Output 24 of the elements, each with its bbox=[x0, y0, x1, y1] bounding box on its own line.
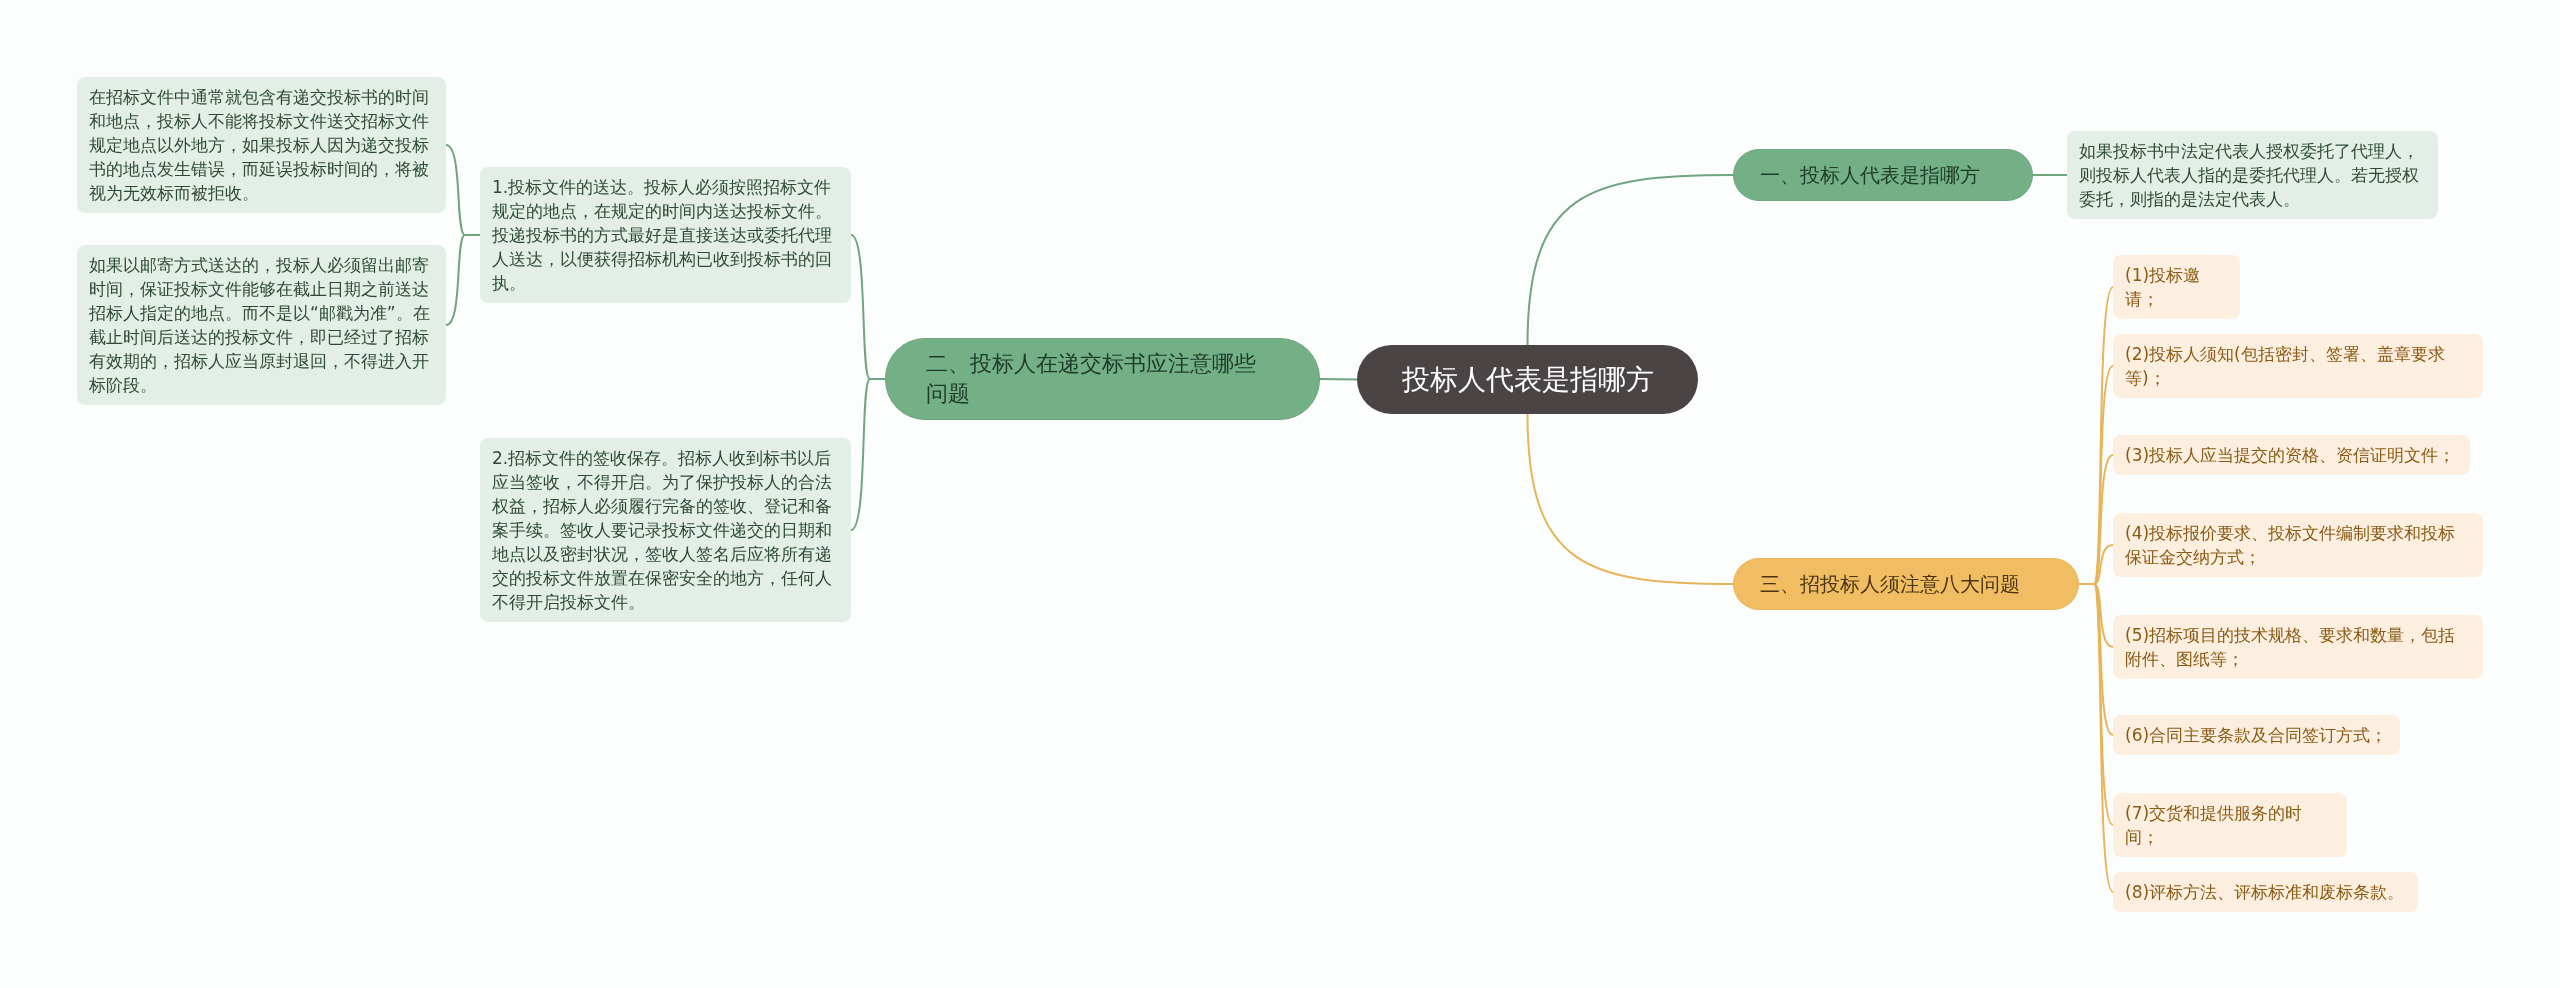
item-box: (4)投标报价要求、投标文件编制要求和投标保证金交纳方式； bbox=[2113, 513, 2483, 577]
topic-box: 一、投标人代表是指哪方 bbox=[1733, 149, 2033, 201]
connector-line bbox=[1319, 378, 1358, 381]
connector-line bbox=[445, 234, 481, 326]
connector-line bbox=[850, 378, 886, 531]
connector-line bbox=[2032, 174, 2068, 176]
topic-box: 二、投标人在递交标书应注意哪些问题 bbox=[885, 338, 1320, 420]
note-box: 如果以邮寄方式送达的，投标人必须留出邮寄时间，保证投标文件能够在截止日期之前送达招标人指定的地点。而不是以“邮戳为准”。在截止时间后送达的投标文件，即已经过了招标有效期的，招标人应当原封退回，不得进入开标阶段。 bbox=[77, 245, 446, 405]
item-box: (3)投标人应当提交的资格、资信证明文件； bbox=[2113, 435, 2470, 475]
central-topic-box: 投标人代表是指哪方 bbox=[1357, 345, 1698, 414]
subtopic-box: 1.投标文件的送达。投标人必须按照招标文件规定的地点，在规定的时间内送达投标文件。投递投标书的方式最好是直接送达或委托代理人送达，以便获得招标机构已收到投标书的回执。 bbox=[480, 167, 851, 303]
item-box: (2)投标人须知(包括密封、签署、盖章要求等)； bbox=[2113, 334, 2483, 398]
item-box: (7)交货和提供服务的时间； bbox=[2113, 793, 2347, 857]
topic-box: 三、招投标人须注意八大问题 bbox=[1733, 558, 2079, 610]
item-box: (5)招标项目的技术规格、要求和数量，包括附件、图纸等； bbox=[2113, 615, 2483, 679]
connector-line bbox=[1526, 413, 1734, 585]
note-box: 在招标文件中通常就包含有递交投标书的时间和地点，投标人不能将投标文件送交招标文件规定地点以外地方，如果投标人因为递交投标书的地点发生错误，而延误投标时间的，将被视为无效标而被拒收。 bbox=[77, 77, 446, 213]
connector-line bbox=[2078, 583, 2114, 893]
item-box: (1)投标邀请； bbox=[2113, 255, 2240, 319]
item-box: (6)合同主要条款及合同签订方式； bbox=[2113, 715, 2400, 755]
item-box: (8)评标方法、评标标准和废标条款。 bbox=[2113, 872, 2418, 912]
connector-line bbox=[1526, 174, 1734, 346]
subtopic-box: 2.招标文件的签收保存。招标人收到标书以后应当签收，不得开启。为了保护投标人的合法权益，招标人必须履行完备的签收、登记和备案手续。签收人要记录投标文件递交的日期和地点以及密封状况，签收人签名后应将所有递交的投标文件放置在保密安全的地方，任何人不得开启投标文件。 bbox=[480, 438, 851, 622]
note-box: 如果投标书中法定代表人授权委托了代理人，则投标人代表人指的是委托代理人。若无授权委托，则指的是法定代表人。 bbox=[2067, 131, 2438, 219]
